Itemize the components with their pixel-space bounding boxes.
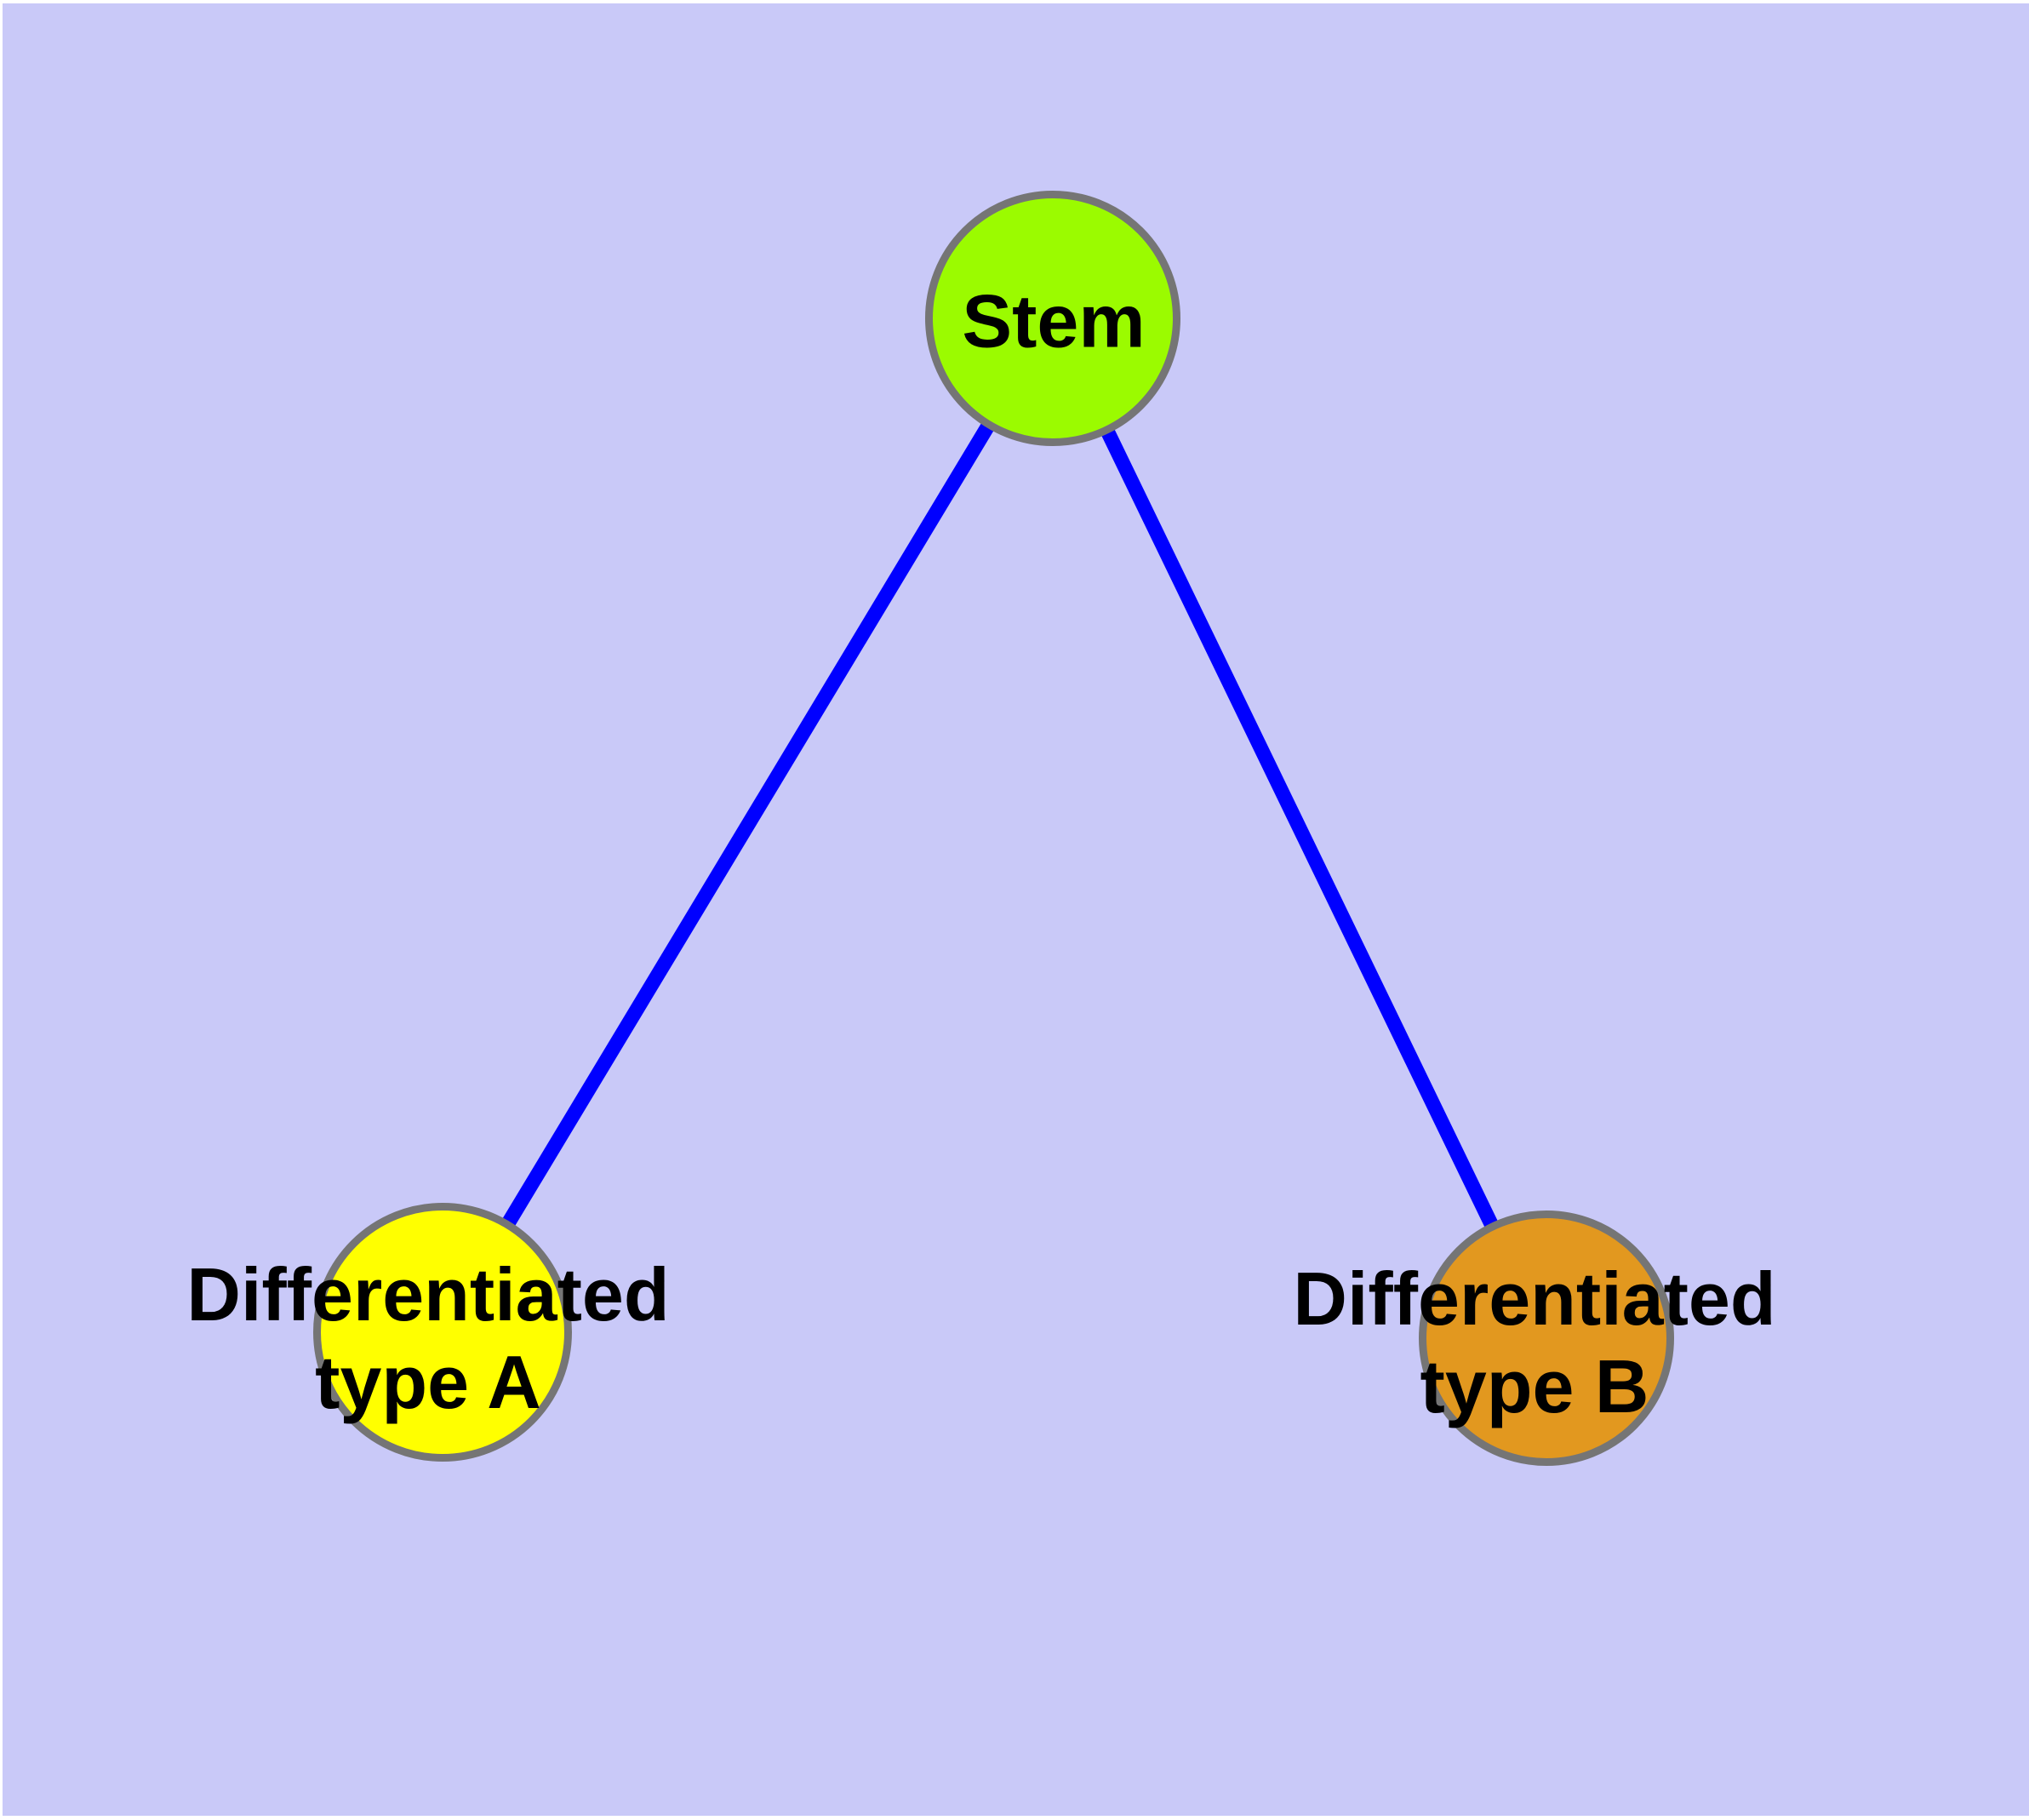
node-differentiated-type-a bbox=[313, 1203, 572, 1462]
node-label-type-a: Differentiated type A bbox=[186, 1251, 669, 1426]
node-differentiated-type-b bbox=[1419, 1210, 1674, 1466]
label-line-1: Differentiated bbox=[186, 1252, 670, 1336]
label-line-2: type B bbox=[1420, 1344, 1649, 1428]
node-stem bbox=[925, 191, 1180, 446]
edge-stem-to-type-b bbox=[1046, 315, 1553, 1342]
edge-stem-to-type-a bbox=[436, 314, 1060, 1336]
label-line-1: Differentiated bbox=[1293, 1256, 1776, 1341]
node-label-type-b: Differentiated type B bbox=[1293, 1255, 1775, 1430]
label-line-2: type A bbox=[315, 1340, 541, 1424]
node-label-stem: Stem bbox=[962, 278, 1146, 363]
